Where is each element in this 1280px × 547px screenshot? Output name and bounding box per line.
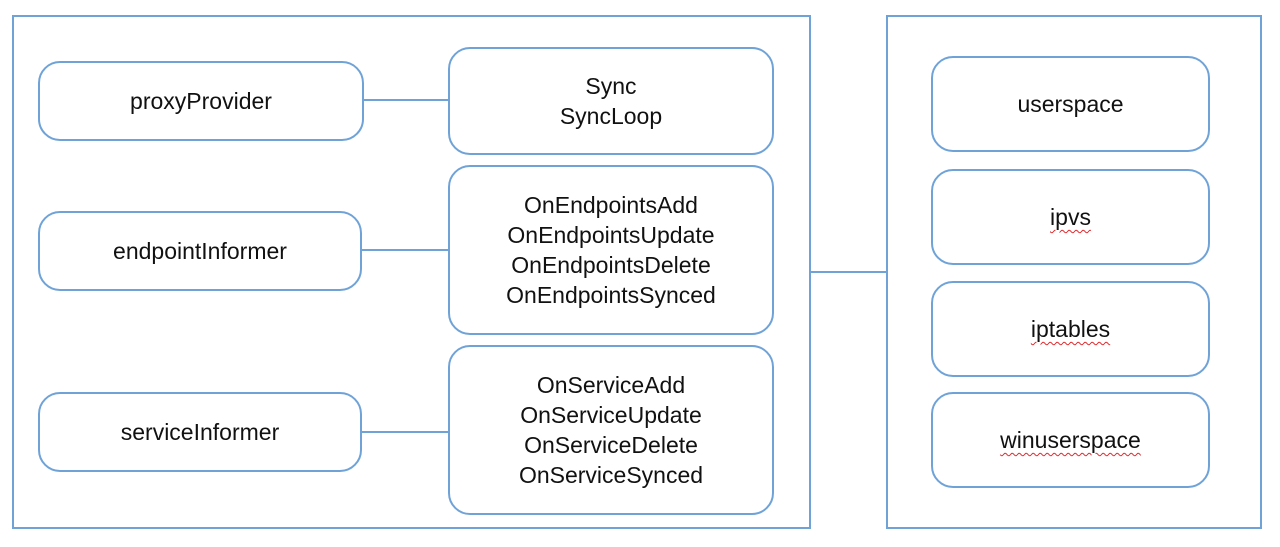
handler-line: SyncLoop [559, 103, 663, 129]
handler-line: OnEndpointsAdd [524, 192, 698, 218]
mode-label: userspace [1017, 91, 1124, 117]
handler-line: OnServiceAdd [536, 372, 686, 398]
mode-label: winuserspace [1000, 427, 1141, 453]
handler-line: OnEndpointsSynced [506, 282, 716, 308]
mode-label: ipvs [1050, 204, 1091, 230]
handler-line: Sync [585, 73, 637, 99]
sync-handler-node: Sync SyncLoop [448, 47, 774, 155]
service-informer-node: serviceInformer [38, 392, 362, 472]
service-handler-node: OnServiceAdd OnServiceUpdate OnServiceDe… [448, 345, 774, 515]
proxy-provider-label: proxyProvider [130, 88, 272, 114]
handler-line: OnServiceDelete [524, 432, 698, 458]
mode-ipvs-node: ipvs [931, 169, 1210, 265]
mode-userspace-node: userspace [931, 56, 1210, 152]
mode-iptables-node: iptables [931, 281, 1210, 377]
service-informer-label: serviceInformer [120, 419, 280, 445]
endpoint-informer-label: endpointInformer [113, 238, 287, 264]
mode-winuserspace-node: winuserspace [931, 392, 1210, 488]
handler-line: OnServiceSynced [518, 462, 704, 488]
proxy-provider-node: proxyProvider [38, 61, 364, 141]
handler-line: OnEndpointsUpdate [507, 222, 715, 248]
handler-line: OnServiceUpdate [520, 402, 702, 428]
mode-label: iptables [1030, 316, 1111, 342]
handler-line: OnEndpointsDelete [511, 252, 711, 278]
endpoint-informer-node: endpointInformer [38, 211, 362, 291]
endpoints-handler-node: OnEndpointsAdd OnEndpointsUpdate OnEndpo… [448, 165, 774, 335]
